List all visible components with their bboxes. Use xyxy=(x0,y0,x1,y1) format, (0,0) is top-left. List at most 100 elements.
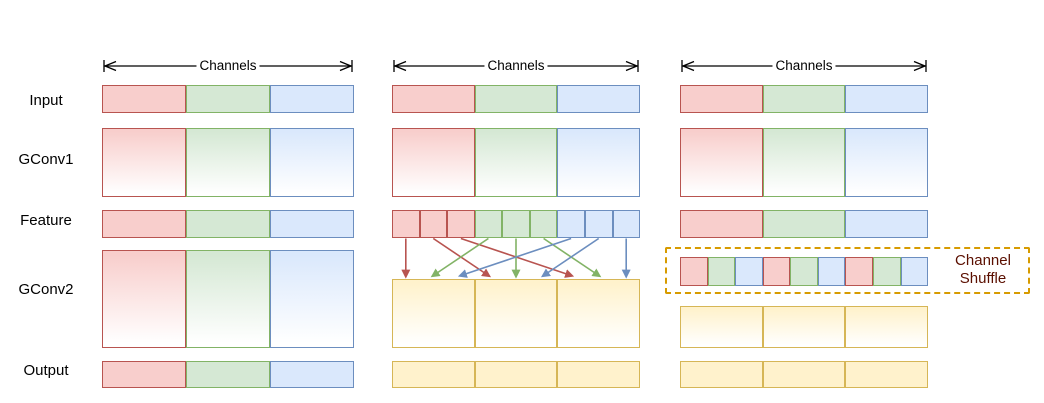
blue-segment xyxy=(270,210,354,238)
green-segment xyxy=(474,210,503,238)
red-segment xyxy=(392,85,475,113)
green-segment xyxy=(186,128,270,197)
green-segment xyxy=(790,257,818,286)
output-row xyxy=(102,361,354,388)
shuffled-feature-row xyxy=(680,257,929,286)
red-segment xyxy=(680,128,763,197)
green-segment xyxy=(502,210,530,238)
row-label-gconv1: GConv1 xyxy=(18,151,74,168)
green-segment xyxy=(186,250,270,348)
green-segment xyxy=(872,257,901,286)
blue-segment xyxy=(612,210,641,238)
gconv1-row xyxy=(680,128,929,197)
feature-row-split xyxy=(392,210,641,238)
blue-segment xyxy=(584,210,613,238)
channel-shuffle-box xyxy=(665,247,1030,294)
green-shuffle-arrow xyxy=(543,238,602,278)
feature-row xyxy=(102,210,354,238)
red-segment xyxy=(102,361,186,388)
green-segment xyxy=(474,128,558,197)
blue-segment xyxy=(557,210,585,238)
green-segment xyxy=(186,361,270,388)
row-label-feature: Feature xyxy=(20,212,72,229)
channels-label: Channels xyxy=(484,58,548,74)
input-row xyxy=(392,85,641,113)
channel-shuffle-label-line2: Shuffle xyxy=(959,270,1007,287)
channels-dimension-middle: Channels xyxy=(392,58,640,74)
blue-segment xyxy=(900,257,929,286)
green-segment xyxy=(762,210,846,238)
gconv2-row xyxy=(680,306,929,348)
red-segment xyxy=(102,128,186,197)
red-shuffle-arrow xyxy=(432,238,492,278)
gconv1-row xyxy=(392,128,641,197)
yellow-segment xyxy=(680,361,763,388)
yellow-segment xyxy=(762,361,846,388)
green-segment xyxy=(186,210,270,238)
row-label-input: Input xyxy=(29,92,63,109)
green-segment xyxy=(186,85,270,113)
blue-segment xyxy=(270,128,354,197)
red-segment xyxy=(680,210,763,238)
red-segment xyxy=(762,257,791,286)
row-label-gconv2: GConv2 xyxy=(18,281,74,298)
green-segment xyxy=(762,128,846,197)
green-segment xyxy=(707,257,736,286)
channel-shuffle-label: Channel Shuffle xyxy=(938,252,1028,288)
output-row xyxy=(392,361,641,388)
red-segment xyxy=(419,210,448,238)
channels-label: Channels xyxy=(196,58,260,74)
input-row xyxy=(680,85,929,113)
green-segment xyxy=(762,85,846,113)
input-row xyxy=(102,85,354,113)
channels-dimension-left: Channels xyxy=(102,58,354,74)
red-segment xyxy=(680,257,708,286)
red-segment xyxy=(102,210,186,238)
blue-segment xyxy=(845,85,929,113)
blue-segment xyxy=(557,128,641,197)
red-segment xyxy=(680,85,763,113)
blue-segment xyxy=(845,210,929,238)
yellow-segment xyxy=(845,306,929,348)
blue-segment xyxy=(270,85,354,113)
yellow-segment xyxy=(762,306,846,348)
yellow-segment xyxy=(474,361,558,388)
blue-segment xyxy=(735,257,763,286)
green-segment xyxy=(474,85,558,113)
panel-left: Channels xyxy=(102,0,354,403)
blue-segment xyxy=(817,257,846,286)
blue-segment xyxy=(270,361,354,388)
blue-segment xyxy=(845,128,929,197)
feature-row xyxy=(680,210,929,238)
yellow-segment xyxy=(845,361,929,388)
red-segment xyxy=(392,128,475,197)
yellow-segment xyxy=(392,361,475,388)
row-label-output: Output xyxy=(23,362,69,379)
green-shuffle-arrow xyxy=(430,238,489,278)
red-segment xyxy=(845,257,873,286)
red-shuffle-arrow xyxy=(460,238,575,278)
yellow-segment xyxy=(680,306,763,348)
gconv2-row xyxy=(392,279,641,348)
yellow-segment xyxy=(474,279,558,348)
yellow-segment xyxy=(557,279,641,348)
blue-shuffle-arrow xyxy=(457,238,572,278)
red-segment xyxy=(392,210,420,238)
red-segment xyxy=(102,85,186,113)
channels-dimension-right: Channels xyxy=(680,58,928,74)
panel-right: Channels xyxy=(680,0,929,403)
output-row xyxy=(680,361,929,388)
red-segment xyxy=(102,250,186,348)
yellow-segment xyxy=(557,361,641,388)
shuffle-arrows-svg xyxy=(401,238,631,279)
channel-shuffle-label-line1: Channel xyxy=(955,252,1011,269)
channels-label: Channels xyxy=(772,58,836,74)
yellow-segment xyxy=(392,279,475,348)
panel-middle: Channels xyxy=(392,0,641,403)
red-segment xyxy=(447,210,475,238)
blue-segment xyxy=(270,250,354,348)
gconv2-row xyxy=(102,250,354,348)
green-segment xyxy=(529,210,558,238)
blue-segment xyxy=(557,85,641,113)
